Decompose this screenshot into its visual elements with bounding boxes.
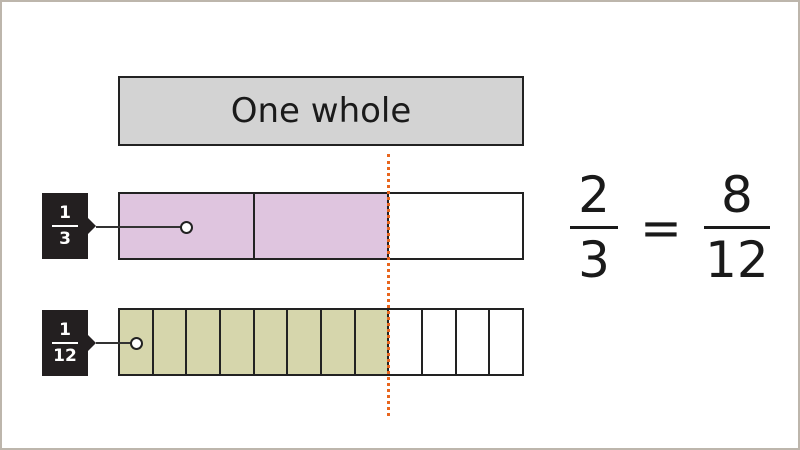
shaded-segment: [322, 310, 356, 374]
shaded-segment: [187, 310, 222, 374]
dotted-divider-line: [387, 154, 390, 416]
twelfths-connector-line: [96, 342, 132, 344]
shaded-segment: [153, 310, 188, 374]
twelfths-connector-dot: [130, 337, 143, 350]
unshaded-segment: [389, 310, 424, 374]
one-whole-label: One whole: [230, 91, 412, 131]
denominator: 12: [705, 231, 769, 289]
numerator: 2: [578, 166, 610, 224]
one-twelfth-label: 1 12: [42, 310, 96, 376]
fraction-bar: [570, 226, 618, 229]
fraction-eight-twelfths: 8 12: [703, 166, 770, 289]
denominator: 3: [578, 231, 610, 289]
fraction-bar: [703, 226, 770, 229]
shaded-segment: [221, 310, 255, 374]
shaded-segment: [254, 310, 289, 374]
label-numerator: 1: [59, 202, 71, 223]
fraction-line: [52, 341, 78, 344]
shaded-segment: [355, 310, 390, 374]
thirds-connector-line: [96, 226, 182, 228]
label-denominator: 3: [59, 228, 71, 249]
one-whole-bar: One whole: [118, 76, 524, 146]
label-denominator: 12: [53, 345, 77, 366]
equals-sign: =: [640, 198, 682, 257]
thirds-connector-dot: [180, 221, 193, 234]
unshaded-segment: [457, 310, 491, 374]
numerator: 8: [721, 166, 753, 224]
twelfths-bar: [118, 308, 524, 376]
shaded-segment: [288, 310, 323, 374]
unshaded-segment: [389, 194, 522, 258]
label-numerator: 1: [59, 319, 71, 340]
fraction-line: [52, 224, 78, 227]
fraction-two-thirds: 2 3: [570, 170, 618, 285]
equivalence-equation: 2 3 = 8 12: [570, 170, 770, 285]
shaded-segment: [254, 194, 390, 258]
unshaded-segment: [423, 310, 457, 374]
one-third-label: 1 3: [42, 193, 96, 259]
unshaded-segment: [490, 310, 522, 374]
